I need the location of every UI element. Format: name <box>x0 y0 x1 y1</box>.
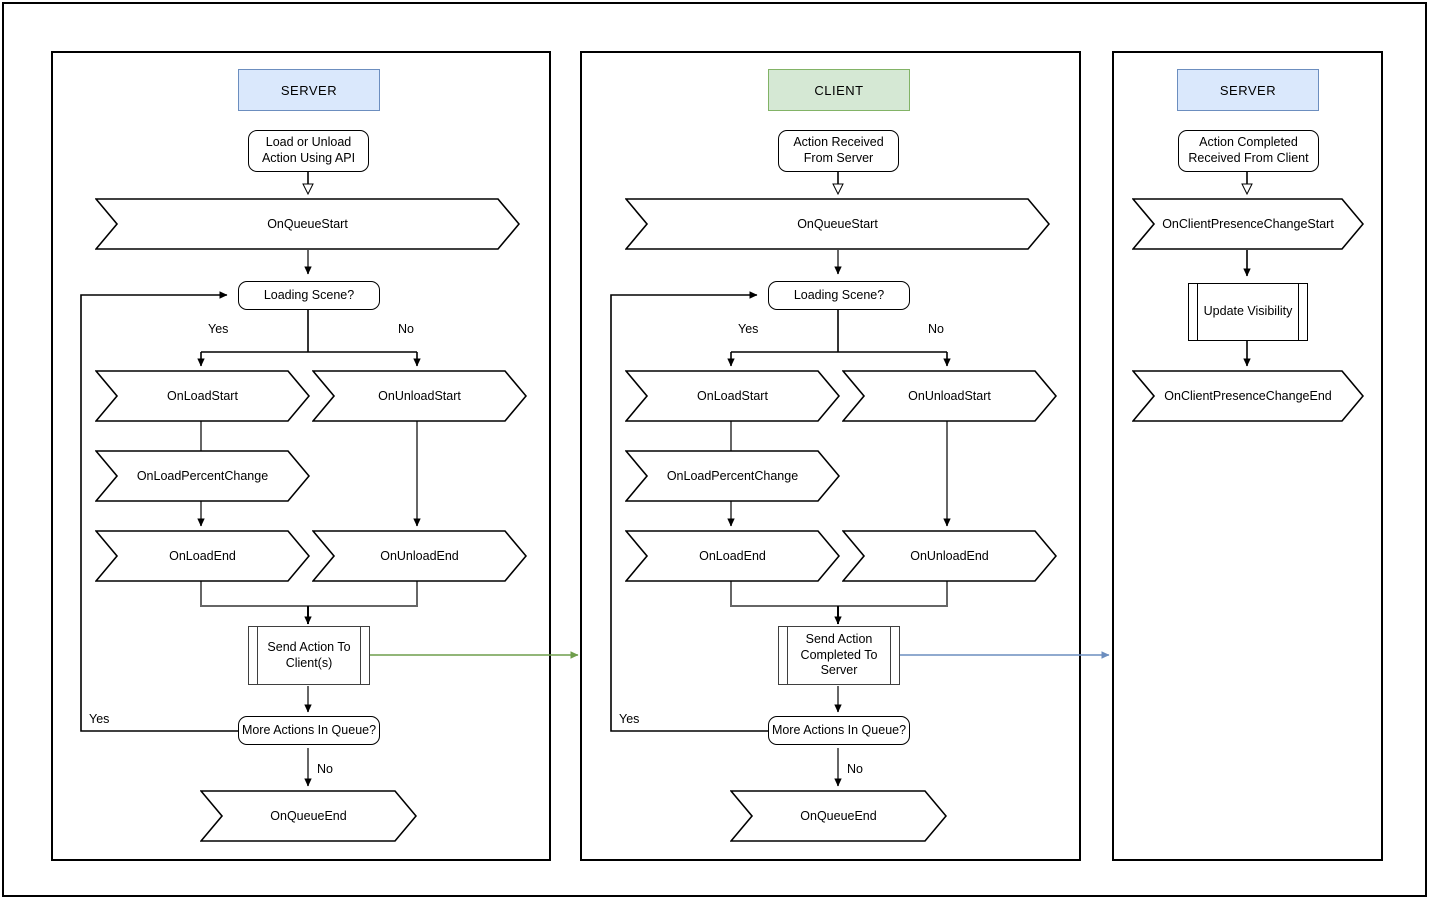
node-action-completed-received-from-client[interactable]: Action Completed Received From Client <box>1178 130 1319 172</box>
node-onunloadstart-server-1[interactable]: OnUnloadStart <box>312 370 527 422</box>
node-label: Update Visibility <box>1203 304 1293 319</box>
node-line-3: Server <box>820 663 858 678</box>
edge-label-yes-loading-client: Yes <box>738 322 759 336</box>
subprocess-bar-left <box>787 627 788 684</box>
node-line-2: From Server <box>803 151 874 165</box>
node-onqueueend-client[interactable]: OnQueueEnd <box>730 790 947 842</box>
node-decision-loading-scene-server-1[interactable]: Loading Scene? <box>238 281 380 310</box>
edge-label-no-loading-client: No <box>928 322 944 336</box>
subprocess-bar-left <box>1197 284 1198 340</box>
lane-header-label: SERVER <box>280 82 338 98</box>
edge-label-yes-more-server-1: Yes <box>89 712 110 726</box>
node-onloadstart-server-1[interactable]: OnLoadStart <box>95 370 310 422</box>
node-onqueueend-server-1[interactable]: OnQueueEnd <box>200 790 417 842</box>
subprocess-bar-right <box>890 627 891 684</box>
edge-label-no-more-client: No <box>847 762 863 776</box>
node-line-2: Client(s) <box>285 655 333 670</box>
subprocess-bar-right <box>1298 284 1299 340</box>
node-onloadend-server-1[interactable]: OnLoadEnd <box>95 530 310 582</box>
node-send-action-completed-to-server[interactable]: Send Action Completed To Server <box>778 626 900 685</box>
node-line-1: Action Completed <box>1199 135 1298 150</box>
node-onloadend-client[interactable]: OnLoadEnd <box>625 530 840 582</box>
node-line-1: Send Action <box>805 632 873 647</box>
node-line-1: Send Action To <box>267 639 351 654</box>
edge-label-yes-more-client: Yes <box>619 712 640 726</box>
lane-header-label: SERVER <box>1219 82 1277 98</box>
node-onunloadend-server-1[interactable]: OnUnloadEnd <box>312 530 527 582</box>
node-onloadpercentchange-client[interactable]: OnLoadPercentChange <box>625 450 840 502</box>
node-line-2: Received From Client <box>1188 151 1309 165</box>
edge-label-no-more-server-1: No <box>317 762 333 776</box>
node-label: Loading Scene? <box>263 287 355 302</box>
lane-header-server-1: SERVER <box>238 69 380 111</box>
node-onunloadend-client[interactable]: OnUnloadEnd <box>842 530 1057 582</box>
node-line-1: Load or Unload <box>265 135 352 150</box>
node-load-or-unload-action[interactable]: Load or Unload Action Using API <box>248 130 369 172</box>
subprocess-bar-left <box>257 627 258 684</box>
node-onloadstart-client[interactable]: OnLoadStart <box>625 370 840 422</box>
node-onclientpresencechangeend[interactable]: OnClientPresenceChangeEnd <box>1132 370 1364 422</box>
node-onqueuestart-server-1[interactable]: OnQueueStart <box>95 198 520 250</box>
swimlane-server-2 <box>1112 51 1383 861</box>
node-onqueuestart-client[interactable]: OnQueueStart <box>625 198 1050 250</box>
node-label: Loading Scene? <box>793 287 885 302</box>
lane-header-label: CLIENT <box>814 82 864 98</box>
edge-label-yes-loading-server-1: Yes <box>208 322 229 336</box>
node-decision-more-actions-client[interactable]: More Actions In Queue? <box>768 716 910 745</box>
node-update-visibility[interactable]: Update Visibility <box>1188 283 1308 341</box>
subprocess-bar-right <box>360 627 361 684</box>
edge-label-no-loading-server-1: No <box>398 322 414 336</box>
node-onunloadstart-client[interactable]: OnUnloadStart <box>842 370 1057 422</box>
node-line-2: Completed To <box>800 647 878 662</box>
node-action-received-from-server[interactable]: Action Received From Server <box>778 130 899 172</box>
lane-header-server-2: SERVER <box>1177 69 1319 111</box>
node-line-2: Action Using API <box>261 151 356 165</box>
node-label: More Actions In Queue? <box>771 722 907 737</box>
lane-header-client: CLIENT <box>768 69 910 111</box>
node-line-1: Action Received <box>793 135 884 150</box>
node-onclientpresencechangestart[interactable]: OnClientPresenceChangeStart <box>1132 198 1364 250</box>
node-send-action-to-clients[interactable]: Send Action To Client(s) <box>248 626 370 685</box>
node-decision-loading-scene-client[interactable]: Loading Scene? <box>768 281 910 310</box>
node-onloadpercentchange-server-1[interactable]: OnLoadPercentChange <box>95 450 310 502</box>
node-decision-more-actions-server-1[interactable]: More Actions In Queue? <box>238 716 380 745</box>
node-label: More Actions In Queue? <box>241 722 377 737</box>
